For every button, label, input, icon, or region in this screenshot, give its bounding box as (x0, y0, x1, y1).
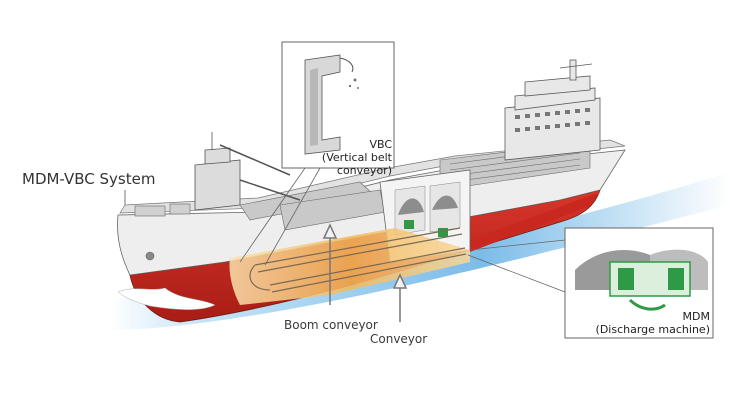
boom-conveyor-label: Boom conveyor (284, 318, 378, 332)
belt-lines (249, 227, 467, 293)
vbc-label-line2: (Vertical belt conveyor) (321, 151, 392, 177)
mdm-label-line2: (Discharge machine) (595, 323, 710, 336)
vbc-label-line1: VBC (369, 138, 392, 151)
bow-wave (117, 287, 216, 310)
bow-equipment (134, 203, 191, 261)
forward-structure (124, 132, 301, 211)
mdm-label-line1: MDM (682, 310, 710, 323)
vbc-label: VBC (Vertical belt conveyor) (282, 138, 392, 177)
conveyor-label: Conveyor (370, 332, 428, 346)
hull-stripe (465, 192, 600, 252)
diagram-title: MDM-VBC System (22, 170, 156, 188)
windows (515, 108, 590, 132)
vbc-callout-box (281, 41, 395, 169)
mdm-callout-box (564, 227, 714, 339)
superstructure (504, 59, 601, 161)
mdm-inside-1 (404, 220, 414, 229)
mdm-label: MDM (Discharge machine) (565, 310, 710, 336)
arrows (322, 223, 408, 322)
leader-lines (239, 167, 566, 293)
mdm-inside-2 (438, 228, 448, 237)
conveyor-glow (229, 228, 470, 305)
